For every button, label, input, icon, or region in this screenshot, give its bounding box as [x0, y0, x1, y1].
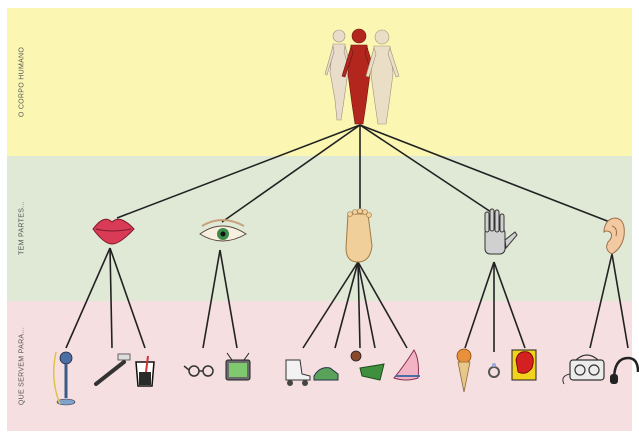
- ice-cream-cone-icon: [457, 349, 471, 392]
- headphones-icon: [610, 358, 638, 384]
- microphone-icon: [54, 352, 75, 405]
- boxing-glove-icon: [512, 350, 536, 380]
- drinking-glass-icon: [136, 356, 154, 386]
- hand-icon: [485, 209, 517, 254]
- eyeglasses-icon: [184, 366, 213, 376]
- toothbrush-icon: [96, 354, 130, 384]
- soccer-ball-icon: [351, 351, 361, 361]
- mouth-lips-icon: [93, 219, 134, 244]
- radio-cassette-icon: [563, 355, 604, 384]
- sneaker-icon: [314, 368, 338, 380]
- ear-icon: [604, 218, 624, 254]
- slipper-icon: [394, 350, 420, 380]
- roller-skate-icon: [286, 360, 310, 386]
- eye-icon: [200, 220, 246, 241]
- flipper-icon: [360, 364, 384, 380]
- ring-icon: [489, 363, 499, 377]
- human-body-anatomy-icon: [325, 29, 399, 124]
- television-icon: [226, 353, 250, 380]
- foot-icon: [346, 209, 372, 263]
